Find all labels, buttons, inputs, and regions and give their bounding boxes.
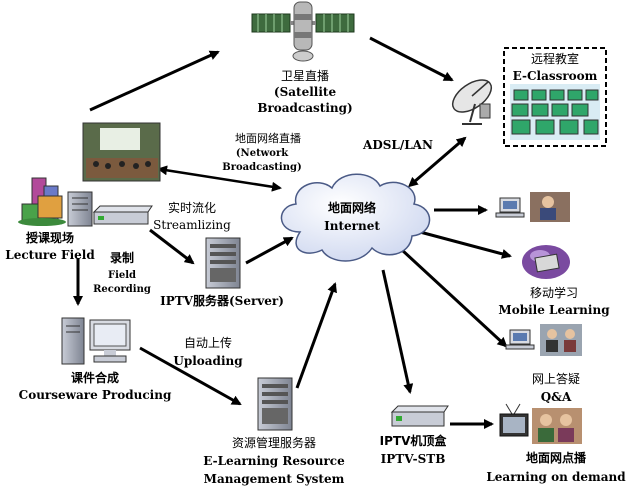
eclassroom-box	[503, 47, 607, 147]
lecture-building-icon	[18, 177, 66, 226]
streaming-en-label: Streamlizing	[153, 218, 231, 232]
network-broadcast-en-label-1: (Network	[236, 148, 289, 159]
lecture-photo-icon	[82, 122, 161, 182]
elearning-server-icon	[257, 377, 293, 431]
lecture-cn-label: 授课现场	[26, 230, 74, 245]
elearning-en-label-2: Management System	[204, 472, 345, 486]
arrow-internet-to-stb	[381, 269, 414, 394]
qa-users-icon	[505, 324, 582, 356]
satellite-icon	[251, 1, 355, 62]
adsl-label: ADSL/LAN	[362, 138, 433, 152]
mobile-device-icon	[522, 245, 570, 279]
iptv-stb-icon	[390, 405, 449, 427]
internet-cn-label: 地面网络	[328, 200, 376, 215]
iptv-server-label: IPTV服务器(Server)	[160, 293, 284, 308]
mobile-en-label: Mobile Learning	[498, 303, 610, 317]
satellite-dish-icon	[451, 79, 493, 125]
arrow-elearning-to-internet	[295, 282, 337, 389]
encoder-server-icon	[67, 191, 153, 227]
arrow-courseware-to-elearning	[139, 346, 242, 406]
satellite-en-label-2: Broadcasting)	[257, 101, 352, 115]
courseware-computers-icon	[61, 317, 131, 365]
qa-en-label: Q&A	[541, 390, 572, 404]
uploading-en-label: Uploading	[173, 354, 243, 368]
recording-en-label-2: Recording	[93, 284, 151, 295]
stb-cn-label: IPTV机顶盒	[380, 433, 448, 448]
lecture-en-label: Lecture Field	[5, 248, 95, 262]
elearning-en-label-1: E-Learning Resource	[203, 454, 345, 468]
tv-viewers-icon	[499, 403, 582, 444]
recording-cn-label: 录制	[110, 250, 134, 265]
courseware-en-label: Courseware Producing	[19, 388, 172, 402]
mobile-cn-label: 移动学习	[530, 285, 578, 300]
arrows	[73, 36, 512, 429]
streaming-cn-label: 实时流化	[168, 200, 216, 215]
uploading-cn-label: 自动上传	[184, 335, 232, 350]
arrow-network-broadcast	[157, 165, 282, 192]
arrow-server-to-internet	[245, 236, 294, 265]
arrow-lecture-to-server	[149, 228, 195, 265]
satellite-en-label-1: (Satellite	[274, 85, 337, 99]
internet-en-label: Internet	[324, 219, 380, 233]
iptv-server-icon	[205, 237, 241, 289]
recording-en-label-1: Field	[108, 270, 136, 281]
satellite-cn-label: 卫星直播	[281, 69, 329, 83]
arrow-lecture-to-satellite	[89, 50, 220, 112]
courseware-cn-label: 课件合成	[71, 370, 119, 385]
network-broadcast-en-label-2: Broadcasting)	[222, 162, 301, 173]
vod-en-label: Learning on demand	[486, 470, 626, 484]
stb-en-label: IPTV-STB	[381, 452, 446, 466]
vod-cn-label: 地面网点播	[526, 450, 587, 465]
eclassroom-en-label: E-Classroom	[513, 69, 598, 83]
arrow-internet-to-qa	[400, 248, 508, 348]
classroom-computers-icon	[510, 84, 600, 140]
pc-user-icon	[495, 192, 570, 222]
network-broadcast-cn-label: 地面网络直播	[235, 131, 301, 145]
eclassroom-cn-label: 远程教室	[531, 51, 579, 66]
qa-cn-label: 网上答疑	[532, 371, 580, 386]
arrow-internet-to-mobile	[419, 230, 512, 259]
internet-cloud-icon	[280, 173, 431, 262]
arrow-satellite-to-classroom	[369, 36, 454, 82]
arrow-internet-classroom	[407, 136, 467, 188]
elearning-cn-label: 资源管理服务器	[232, 435, 316, 450]
